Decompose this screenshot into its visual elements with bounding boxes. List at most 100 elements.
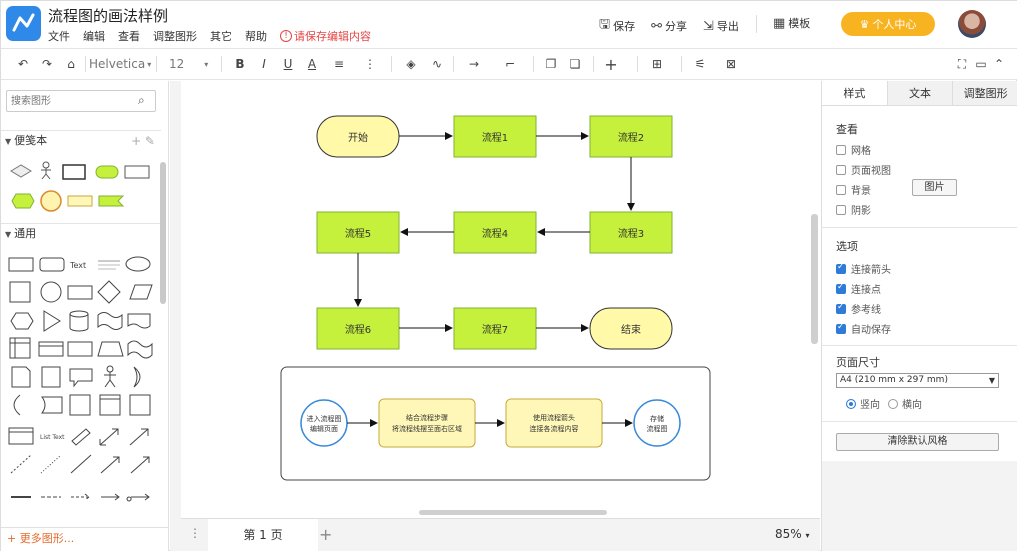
fit-icon[interactable]: ⛶ [957, 56, 967, 71]
undo-icon[interactable]: ↶ [17, 57, 29, 71]
connection-points-checkbox[interactable]: 连接点 [836, 281, 881, 296]
node-process-6[interactable]: 流程6 [316, 307, 400, 350]
shape-circle[interactable] [40, 281, 62, 303]
connector-style-icon[interactable]: → [468, 57, 480, 71]
shape-connector[interactable] [101, 493, 120, 501]
shape-data-storage[interactable] [41, 396, 63, 414]
node-process-1[interactable]: 流程1 [453, 115, 537, 158]
shape-square-3[interactable] [129, 394, 151, 416]
shape-pencil[interactable] [71, 428, 91, 446]
shape-arrow[interactable] [100, 456, 120, 474]
shape-trapezoid[interactable] [97, 341, 124, 357]
insert-icon[interactable]: + [604, 54, 618, 74]
node-process-3[interactable]: 流程3 [589, 211, 673, 254]
redo-icon[interactable]: ↷ [41, 57, 53, 71]
edit-style-icon[interactable]: ⚟ [694, 57, 706, 71]
shape-diamond[interactable] [10, 164, 32, 178]
avatar[interactable] [958, 10, 986, 38]
tab-style[interactable]: 样式 [822, 81, 887, 105]
export-button[interactable]: ⇲ 导出 [703, 15, 739, 37]
shape-note[interactable] [11, 366, 31, 388]
shape-frame[interactable] [99, 394, 121, 416]
shape-brace[interactable] [13, 394, 21, 416]
shape-text[interactable]: Text [69, 261, 86, 270]
grid-checkbox[interactable]: 网格 [836, 142, 871, 157]
shape-document[interactable] [127, 313, 151, 329]
shape-panel-scrollbar[interactable] [160, 162, 166, 304]
shape-orange-circle[interactable] [40, 190, 62, 212]
shape-tape[interactable] [38, 341, 64, 357]
shape-actor[interactable] [41, 161, 51, 180]
app-logo-icon[interactable] [6, 6, 41, 41]
shape-card[interactable] [67, 341, 93, 357]
menu-edit[interactable]: 编辑 [83, 30, 105, 43]
node-process-4[interactable]: 流程4 [453, 211, 537, 254]
menu-arrange[interactable]: 调整图形 [153, 30, 197, 43]
grid-icon[interactable]: ⊠ [725, 57, 737, 71]
shape-cloud[interactable] [97, 312, 123, 330]
shape-wave[interactable] [127, 340, 153, 359]
node-process-2[interactable]: 流程2 [589, 115, 673, 158]
shape-dashed-line[interactable] [10, 454, 32, 474]
shape-square-2[interactable] [69, 394, 91, 416]
node-process-5[interactable]: 流程5 [316, 211, 400, 254]
portrait-radio[interactable]: 竖向 [846, 396, 880, 411]
fill-color-icon[interactable]: ◈ [406, 57, 416, 71]
document-title[interactable]: 流程图的画法样例 [48, 7, 169, 25]
save-button[interactable]: 🖫 保存 [599, 15, 635, 37]
scratchpad-edit-icon[interactable]: + ✎ [131, 134, 155, 148]
autosave-checkbox[interactable]: 自动保存 [836, 321, 891, 336]
shape-arrow-2[interactable] [130, 456, 150, 474]
table-icon[interactable]: ⊞ [651, 57, 663, 71]
step-arrange-flow[interactable]: 结合流程步骤 将流程线摆至面右区域 [378, 398, 476, 448]
step-enter-editor[interactable]: 进入流程图 编辑页面 [300, 399, 348, 447]
shape-process[interactable] [67, 285, 93, 300]
shape-rounded-green[interactable] [95, 165, 119, 179]
diagram-canvas[interactable]: 开始 流程1 流程2 流程5 流程4 流程3 [181, 81, 820, 518]
page-view-checkbox[interactable]: 页面视图 [836, 162, 891, 177]
to-front-icon[interactable]: ❐ [545, 57, 557, 71]
menu-file[interactable]: 文件 [48, 30, 70, 43]
line-style-icon[interactable]: ∿ [431, 57, 443, 71]
search-input[interactable] [6, 90, 156, 112]
connection-arrows-checkbox[interactable]: 连接箭头 [836, 261, 891, 276]
shape-internal-storage[interactable] [9, 337, 31, 359]
font-color-button[interactable]: A [307, 57, 317, 71]
shape-window[interactable] [8, 427, 34, 445]
shape-moon[interactable] [133, 366, 141, 388]
user-center-button[interactable]: ♛ 个人中心 [841, 12, 935, 36]
collapse-icon[interactable]: ⌃ [993, 57, 1005, 71]
save-warning[interactable]: ! 请保存编辑内容 [280, 28, 371, 44]
share-button[interactable]: ⚯ 分享 [651, 15, 687, 37]
shape-square[interactable] [9, 281, 31, 303]
background-checkbox[interactable]: 背景 [836, 182, 871, 197]
panel-resize-gutter[interactable] [170, 81, 181, 551]
add-page-icon[interactable]: + [319, 525, 333, 544]
underline-button[interactable]: U [283, 57, 293, 71]
shape-green-banner[interactable] [98, 195, 125, 207]
shape-card[interactable] [62, 164, 86, 180]
menu-extras[interactable]: 其它 [210, 30, 232, 43]
font-family-select[interactable]: Helvetica▾ [89, 49, 151, 79]
step-save-diagram[interactable]: 存储 流程图 [633, 399, 681, 447]
shape-line[interactable] [70, 454, 92, 474]
shape-rectangle[interactable] [8, 257, 34, 272]
shape-dotted-line[interactable] [40, 454, 62, 474]
shape-diamond[interactable] [97, 280, 121, 304]
shape-dashed-arrow[interactable] [71, 493, 90, 501]
shape-callout[interactable] [69, 368, 93, 388]
node-start[interactable]: 开始 [316, 115, 400, 158]
page-menu-icon[interactable]: ⋮ [189, 526, 201, 540]
section-scratchpad[interactable]: ▼便笺本 + ✎ [1, 130, 161, 150]
shape-actor[interactable] [104, 365, 116, 388]
shape-hexagon[interactable] [10, 312, 34, 330]
shape-bidir-connector[interactable] [126, 493, 150, 502]
tab-page-1[interactable]: 第 1 页 [208, 519, 318, 551]
page-size-select[interactable]: A4 (210 mm x 297 mm) ▼ [836, 373, 999, 388]
shape-arrow-diagonal[interactable] [129, 428, 149, 446]
tab-text[interactable]: 文本 [886, 81, 953, 105]
font-size-select[interactable]: 12▾ [169, 49, 217, 79]
shape-ellipse[interactable] [125, 256, 151, 272]
more-shapes-button[interactable]: + 更多图形... [1, 527, 168, 551]
shape-card-corner[interactable] [41, 366, 61, 388]
